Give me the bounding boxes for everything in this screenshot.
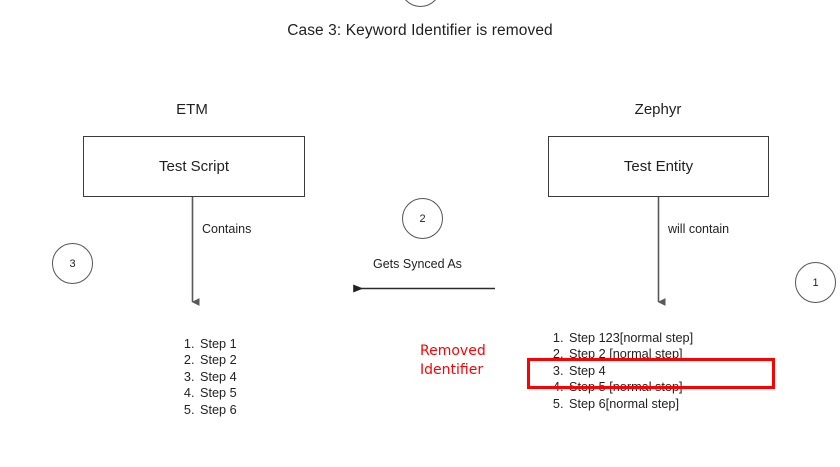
circle-marker-1: 1 <box>795 262 836 303</box>
list-item: Step 2 <box>198 352 237 368</box>
removed-identifier-line1: Removed <box>420 343 486 359</box>
list-item: Step 2 [normal step] <box>567 346 693 362</box>
page-title: Case 3: Keyword Identifier is removed <box>287 22 553 39</box>
test-script-label: Test Script <box>158 158 230 175</box>
contains-edge-label: Contains <box>202 222 252 236</box>
right-column-heading: Zephyr <box>634 101 682 118</box>
zephyr-step-list: Step 123[normal step]Step 2 [normal step… <box>545 330 693 412</box>
circle-marker-1-label: 1 <box>812 276 819 289</box>
circle-marker-3-label: 3 <box>69 257 76 270</box>
circle-marker-top-partial <box>400 0 441 7</box>
test-script-node: Test Script <box>83 136 305 197</box>
gets-synced-as-edge-label: Gets Synced As <box>373 257 462 271</box>
etm-step-list: Step 1Step 2Step 4Step 5Step 6 <box>176 336 237 418</box>
removed-identifier-line2: Identifier <box>420 362 484 378</box>
list-item: Step 4 <box>198 369 237 385</box>
circle-marker-3: 3 <box>52 243 93 284</box>
removed-identifier-highlight-box <box>527 358 775 389</box>
circle-marker-2: 2 <box>402 198 443 239</box>
list-item: Step 123[normal step] <box>567 330 693 346</box>
list-item: Step 6[normal step] <box>567 396 693 412</box>
list-item: Step 6 <box>198 402 237 418</box>
list-item: Step 5 <box>198 385 237 401</box>
test-entity-node: Test Entity <box>548 136 769 197</box>
removed-identifier-annotation: Removed Identifier <box>420 342 520 380</box>
circle-marker-2-label: 2 <box>419 212 426 225</box>
will-contain-edge-label: will contain <box>668 222 730 236</box>
test-entity-label: Test Entity <box>623 158 694 175</box>
left-column-heading: ETM <box>176 101 208 118</box>
list-item: Step 1 <box>198 336 237 352</box>
list-item: Step 4 <box>567 363 693 379</box>
